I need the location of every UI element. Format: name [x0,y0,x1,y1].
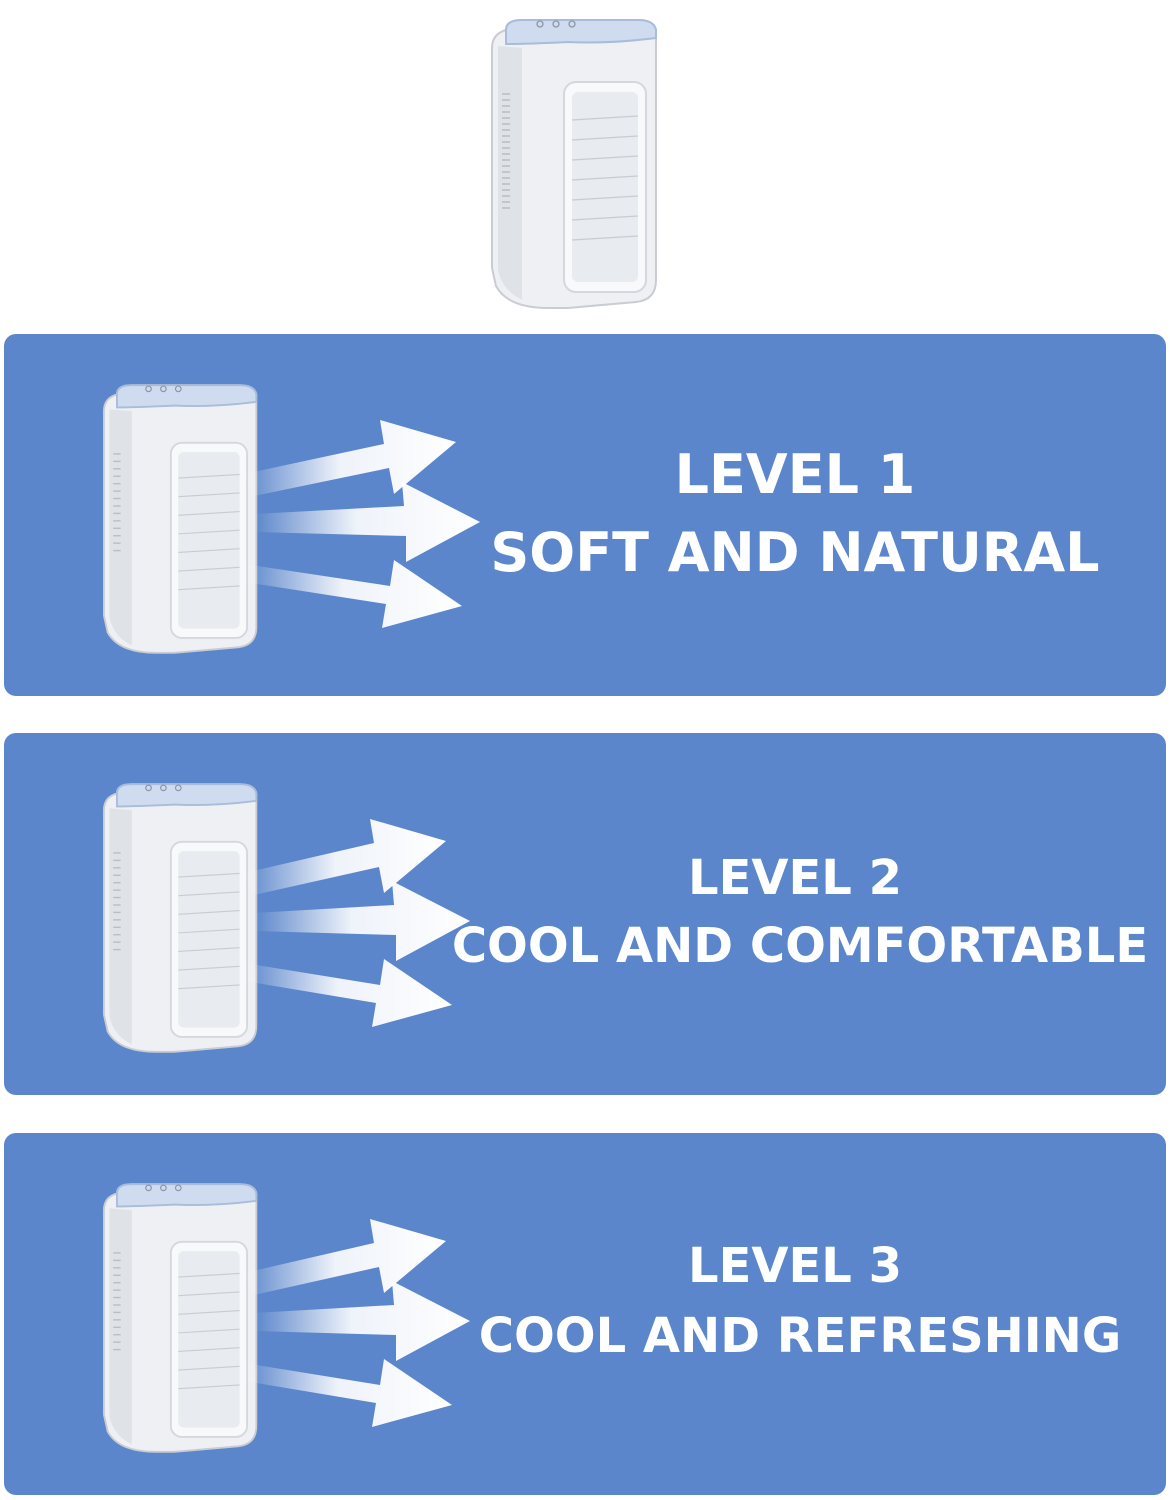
air-cooler-icon [102,1183,258,1453]
panel-air-cooler [96,1173,268,1463]
level-description: SOFT AND NATURAL [490,521,1100,584]
airflow-arrow-icon [244,420,456,496]
level-title: LEVEL 2 [687,850,902,906]
airflow-arrow-icon [244,819,446,895]
airflow-arrows [184,1213,484,1433]
level-3-panel: LEVEL 3 COOL AND REFRESHING [4,1133,1166,1495]
airflow-arrows [184,813,484,1033]
level-2-panel: LEVEL 2 COOL AND COMFORTABLE [4,733,1166,1095]
panel-air-cooler [96,374,268,664]
airflow-arrows [184,414,484,634]
panel-air-cooler [96,773,268,1063]
air-cooler-icon [102,384,258,654]
airflow-arrow-icon [244,1219,446,1295]
level-title: LEVEL 3 [687,1238,902,1294]
airflow-arrow-icon [244,1359,452,1427]
hero-air-cooler [488,8,664,320]
level-description: COOL AND COMFORTABLE [451,918,1149,974]
air-cooler-icon [102,783,258,1053]
level-title: LEVEL 1 [674,443,916,506]
airflow-arrow-icon [254,881,470,961]
level-1-panel: LEVEL 1 SOFT AND NATURAL [4,334,1166,696]
level-description: COOL AND REFRESHING [478,1308,1122,1364]
air-cooler-icon [491,19,657,309]
airflow-arrow-icon [244,959,452,1027]
airflow-arrow-icon [254,482,480,562]
airflow-arrow-icon [244,560,462,628]
airflow-arrow-icon [254,1281,470,1361]
